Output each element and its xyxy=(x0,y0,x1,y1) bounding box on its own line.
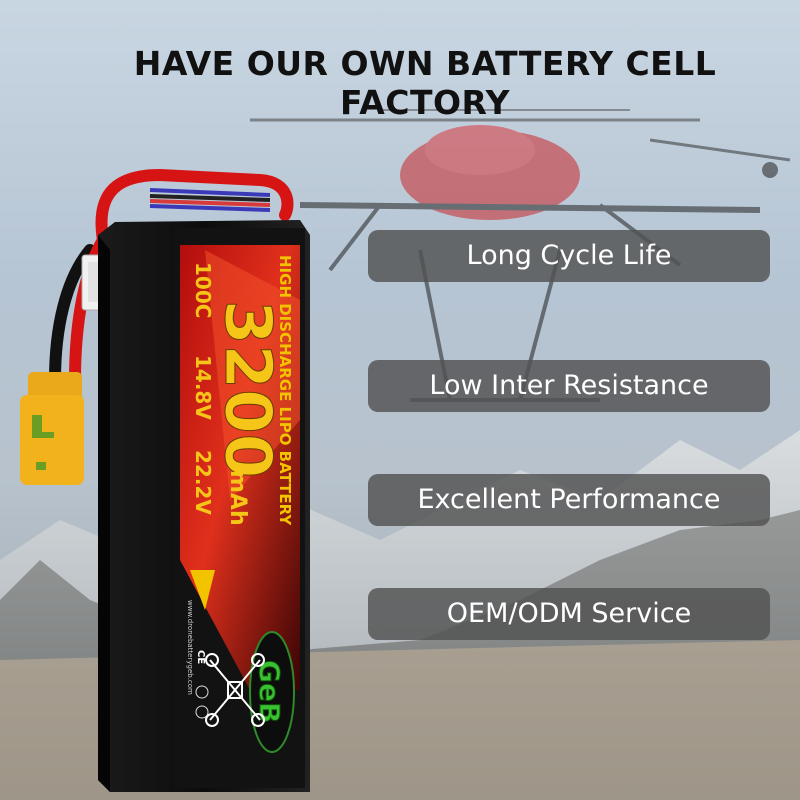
svg-text:14.8V: 14.8V xyxy=(191,355,215,420)
feature-oem-odm-service: OEM/ODM Service xyxy=(368,588,770,640)
svg-text:www.dronebatterygeb.com: www.dronebatterygeb.com xyxy=(186,600,194,695)
svg-text:3200: 3200 xyxy=(210,300,284,478)
battery-label-text: HIGH DISCHARGE LIPO BATTERY xyxy=(276,255,294,526)
svg-text:HIGH DISCHARGE LIPO BATTERY: HIGH DISCHARGE LIPO BATTERY xyxy=(276,255,294,526)
svg-text:CE: CE xyxy=(195,650,206,664)
feature-long-cycle-life: Long Cycle Life xyxy=(368,230,770,282)
brand-logo: GeB xyxy=(205,631,295,753)
feature-low-inter-resistance: Low Inter Resistance xyxy=(368,360,770,412)
svg-text:mAh: mAh xyxy=(225,470,250,526)
headline: HAVE OUR OWN BATTERY CELL FACTORY xyxy=(133,44,717,122)
svg-text:GeB: GeB xyxy=(253,660,286,723)
svg-text:100C: 100C xyxy=(191,262,215,318)
xt-connector xyxy=(20,372,84,485)
feature-excellent-performance: Excellent Performance xyxy=(368,474,770,526)
svg-text:22.2V: 22.2V xyxy=(191,450,215,515)
